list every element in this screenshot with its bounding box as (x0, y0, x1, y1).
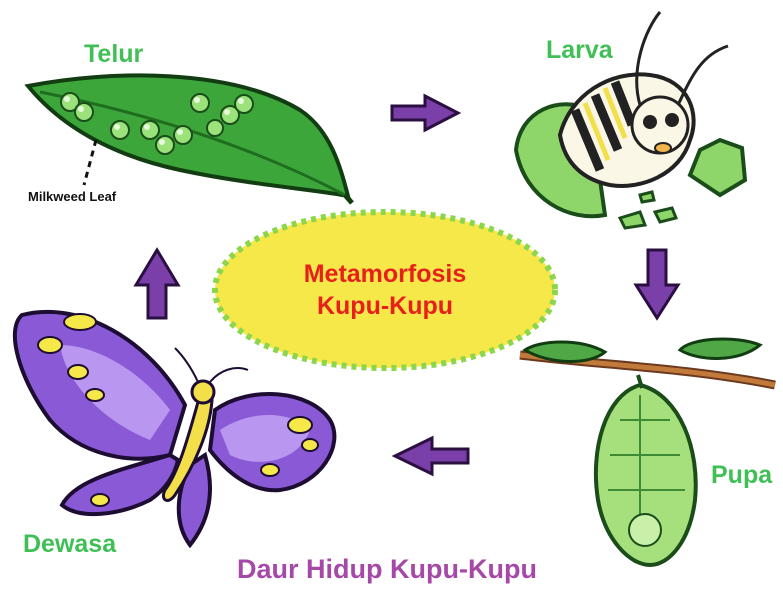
stage-label-egg: Telur (84, 40, 143, 69)
chrysalis-illustration (520, 339, 775, 565)
stage-label-pupa: Pupa (711, 461, 772, 490)
center-title-line2: Kupu-Kupu (240, 290, 530, 322)
center-title-line1: Metamorfosis (240, 258, 530, 290)
arrow-larva-to-pupa (636, 250, 678, 318)
milkweed-leaf-note: Milkweed Leaf (28, 189, 116, 204)
arrow-pupa-to-adult (395, 438, 468, 474)
center-title: Metamorfosis Kupu-Kupu (240, 258, 530, 322)
arrow-egg-to-larva (392, 96, 458, 130)
arrow-adult-to-egg (136, 250, 178, 318)
footer-title: Daur Hidup Kupu-Kupu (237, 554, 537, 585)
stage-label-adult: Dewasa (23, 530, 116, 559)
leaf-with-eggs-illustration (28, 75, 352, 203)
stage-label-larva: Larva (546, 36, 613, 65)
